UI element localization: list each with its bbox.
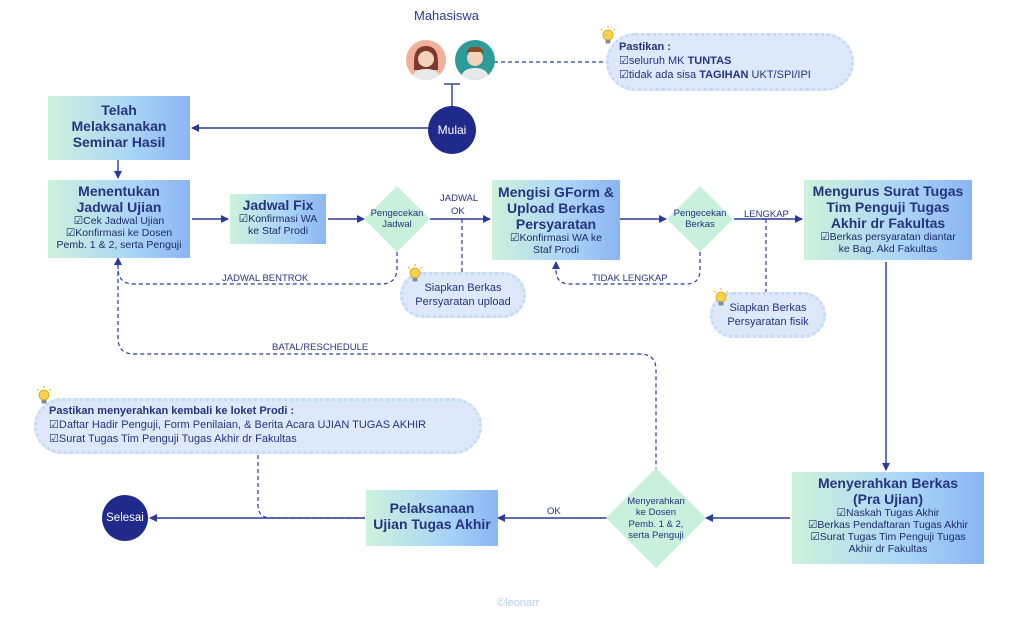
selesai-node: Selesai bbox=[102, 495, 148, 541]
edge-label-batal: BATAL/RESCHEDULE bbox=[272, 342, 369, 353]
mahasiswa-label: Mahasiswa bbox=[414, 8, 480, 23]
avatar-male bbox=[455, 40, 495, 80]
edge-label-ok: OK bbox=[451, 206, 465, 217]
pastikan-item-mk: seluruh MK TUNTAS bbox=[619, 55, 851, 69]
pastikan-item-tagihan: tidak ada sisa TAGIHAN UKT/SPI/IPI bbox=[619, 69, 851, 83]
edge-bentrok bbox=[114, 252, 398, 285]
jadwal-fix-box: Jadwal Fix Konfirmasi WA ke Staf Prodi bbox=[230, 194, 326, 244]
seminar-hasil-box: Telah Melaksanakan Seminar Hasil bbox=[48, 96, 190, 160]
menyerahkan-dosen-diamond bbox=[606, 468, 706, 568]
lightbulb-icon bbox=[407, 264, 423, 282]
kembali-item-1: Daftar Hadir Penguji, Form Penilaian, & … bbox=[49, 419, 479, 433]
pengecekan-jadwal-label: Pengecekan Jadwal bbox=[370, 208, 424, 231]
edge-label-jadwal: JADWAL bbox=[440, 193, 479, 204]
kembali-note: Pastikan menyerahkan kembali ke loket Pr… bbox=[34, 398, 482, 454]
lightbulb-icon bbox=[713, 288, 729, 306]
siapkan-fisik-note: Siapkan Berkas Persyaratan fisik bbox=[710, 292, 826, 338]
siapkan-upload-note: Siapkan Berkas Persyaratan upload bbox=[400, 272, 526, 318]
edge-label-tidak-lengkap: TIDAK LENGKAP bbox=[592, 273, 668, 284]
edge-kembali bbox=[257, 455, 365, 519]
edge-label-ok-bottom: OK bbox=[547, 506, 561, 517]
pengecekan-berkas-label: Pengecekan Berkas bbox=[673, 208, 727, 231]
pengecekan-jadwal-diamond bbox=[364, 186, 430, 252]
kembali-item-2: Surat Tugas Tim Penguji Tugas Akhir dr F… bbox=[49, 433, 479, 447]
surat-tugas-box: Mengurus Surat Tugas Tim Penguji Tugas A… bbox=[804, 180, 972, 260]
edge-label-lengkap: LENGKAP bbox=[744, 209, 789, 220]
avatar-female bbox=[406, 40, 446, 80]
pengecekan-berkas-diamond bbox=[667, 186, 733, 252]
kembali-title: Pastikan menyerahkan kembali ke loket Pr… bbox=[49, 405, 295, 417]
menyerahkan-dosen-label: Menyerahkan ke Dosen Pemb. 1 & 2, serta … bbox=[627, 496, 685, 542]
edge-tidak-lengkap bbox=[552, 252, 701, 285]
credit: ©leonarr bbox=[497, 597, 540, 609]
edge-label-jadwal-bentrok: JADWAL BENTROK bbox=[222, 273, 309, 284]
pra-ujian-box: Menyerahkan Berkas (Pra Ujian) Naskah Tu… bbox=[792, 472, 984, 564]
lightbulb-icon bbox=[600, 26, 616, 44]
pastikan-note: Pastikan : seluruh MK TUNTAS tidak ada s… bbox=[606, 33, 854, 91]
pastikan-title: Pastikan : bbox=[619, 41, 671, 53]
edge-batal bbox=[117, 258, 657, 470]
gform-box: Mengisi GForm & Upload Berkas Persyarata… bbox=[492, 180, 620, 260]
pelaksanaan-box: Pelaksanaan Ujian Tugas Akhir bbox=[366, 490, 498, 546]
lightbulb-icon bbox=[36, 386, 52, 404]
mulai-node: Mulai bbox=[428, 106, 476, 154]
jadwal-ujian-box: Menentukan Jadwal Ujian Cek Jadwal Ujian… bbox=[48, 180, 190, 258]
